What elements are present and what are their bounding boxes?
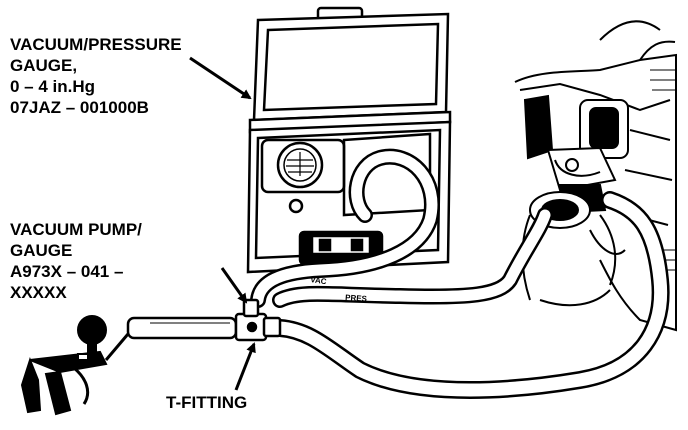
label-t-fitting: T-FITTING [166,393,248,412]
hose-pressure-inner [274,209,551,306]
label-gauge-line-3: 0 – 4 in.Hg [10,77,96,96]
label-gauge-line-2: GAUGE, [10,56,78,75]
arrow-pump [220,267,248,304]
t-fitting [234,298,282,342]
hose-marking-upper: VAC [310,275,328,286]
label-vacuum-pump-gauge: VACUUM PUMP/ GAUGE A973X – 041 – XXXXX [10,219,142,303]
label-vacuum-pressure-gauge: VACUUM/PRESSURE GAUGE, 0 – 4 in.Hg 07JAZ… [10,34,182,118]
hand-vacuum-pump [20,315,130,416]
arrow-gauge [189,56,252,100]
label-pump-line-1: VACUUM PUMP/ [10,220,142,239]
label-gauge-line-4: 07JAZ – 001000B [10,98,149,117]
label-pump-line-2: GAUGE [10,241,73,260]
label-pump-line-4: XXXXX [10,283,67,302]
label-gauge-line-1: VACUUM/PRESSURE [10,35,182,54]
arrow-t-fitting [234,342,256,391]
hose-pump [126,316,238,340]
hose-vacuum-to-engine-inner [252,151,438,306]
hose-marking-lower: PRES [345,293,368,304]
label-pump-line-3: A973X – 041 – [10,262,124,281]
hose-main-loop-inner [273,193,668,397]
